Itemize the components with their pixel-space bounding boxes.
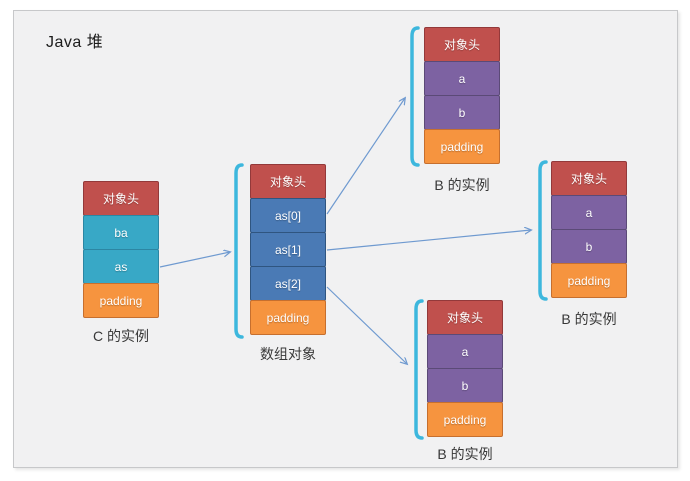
label-b-instance-bottom: B 的实例 bbox=[437, 446, 493, 462]
box-b-instance-right: 对象头 a b padding bbox=[551, 161, 627, 298]
cell-object-header: 对象头 bbox=[424, 27, 500, 62]
cell-padding: padding bbox=[424, 129, 500, 164]
box-c-instance: 对象头 ba as padding bbox=[83, 181, 159, 318]
cell-object-header: 对象头 bbox=[250, 164, 326, 199]
cell-array-slot-2: as[2] bbox=[250, 266, 326, 301]
cell-object-header: 对象头 bbox=[427, 300, 503, 335]
cell-field-b: b bbox=[551, 229, 627, 264]
label-b-instance-right: B 的实例 bbox=[561, 311, 617, 327]
cell-field-as: as bbox=[83, 249, 159, 284]
cell-field-b: b bbox=[424, 95, 500, 130]
cell-object-header: 对象头 bbox=[83, 181, 159, 216]
cell-field-a: a bbox=[424, 61, 500, 96]
cell-field-ba: ba bbox=[83, 215, 159, 250]
label-c-instance: C 的实例 bbox=[93, 328, 149, 344]
box-b-instance-top: 对象头 a b padding bbox=[424, 27, 500, 164]
box-array-object: 对象头 as[0] as[1] as[2] padding bbox=[250, 164, 326, 335]
box-b-instance-bottom: 对象头 a b padding bbox=[427, 300, 503, 437]
cell-padding: padding bbox=[83, 283, 159, 318]
diagram-title: Java 堆 bbox=[46, 34, 104, 51]
cell-array-slot-1: as[1] bbox=[250, 232, 326, 267]
label-b-instance-top: B 的实例 bbox=[434, 177, 490, 193]
cell-padding: padding bbox=[551, 263, 627, 298]
cell-object-header: 对象头 bbox=[551, 161, 627, 196]
cell-field-b: b bbox=[427, 368, 503, 403]
label-array-object: 数组对象 bbox=[260, 346, 316, 362]
cell-field-a: a bbox=[551, 195, 627, 230]
cell-padding: padding bbox=[250, 300, 326, 335]
cell-field-a: a bbox=[427, 334, 503, 369]
cell-padding: padding bbox=[427, 402, 503, 437]
cell-array-slot-0: as[0] bbox=[250, 198, 326, 233]
